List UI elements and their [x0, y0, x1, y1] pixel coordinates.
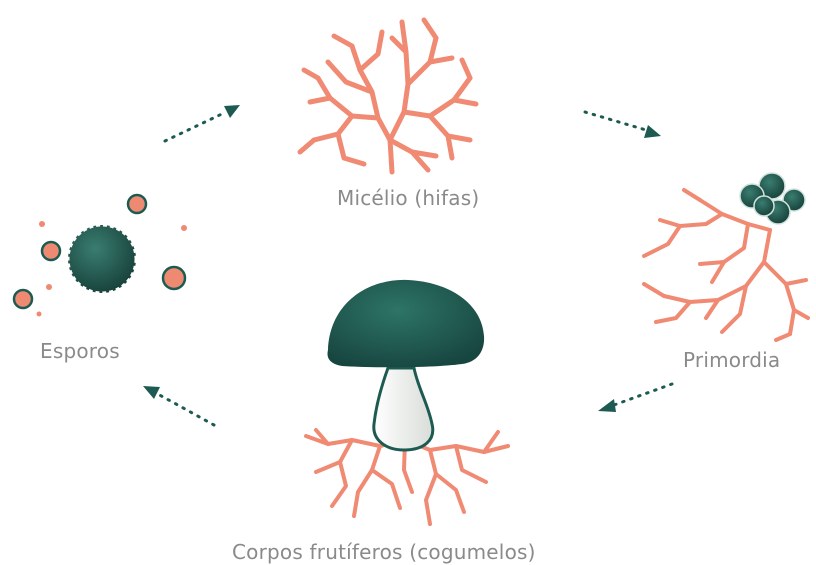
arrow-spores-to-mycelium	[165, 105, 240, 141]
stage-label-primordia: Primordia	[683, 348, 780, 372]
mycelium-illustration	[300, 20, 476, 172]
stage-label-micelio: Micélio (hifas)	[337, 186, 479, 210]
stage-label-corpos-frutiferos: Corpos frutíferos (cogumelos)	[232, 540, 536, 564]
mushroom-cap	[328, 280, 485, 367]
small-spore	[42, 242, 60, 260]
small-spore	[128, 195, 146, 213]
arrow-mushroom-to-spores	[143, 386, 214, 425]
spore-dot	[37, 312, 42, 317]
arrow-mycelium-to-primordia	[585, 112, 661, 138]
big-spore	[68, 225, 136, 293]
small-spore	[163, 267, 185, 289]
stage-label-esporos: Esporos	[40, 339, 120, 363]
mushroom-illustration	[306, 280, 508, 524]
arrow-primordia-to-mushroom	[598, 384, 672, 412]
primordia-illustration	[644, 173, 808, 340]
spore-dot	[39, 221, 45, 227]
mushroom-stem	[374, 368, 433, 450]
spore-dot	[46, 284, 52, 290]
spore-dot	[181, 225, 187, 231]
small-spore	[14, 290, 32, 308]
spores-illustration	[14, 195, 187, 317]
